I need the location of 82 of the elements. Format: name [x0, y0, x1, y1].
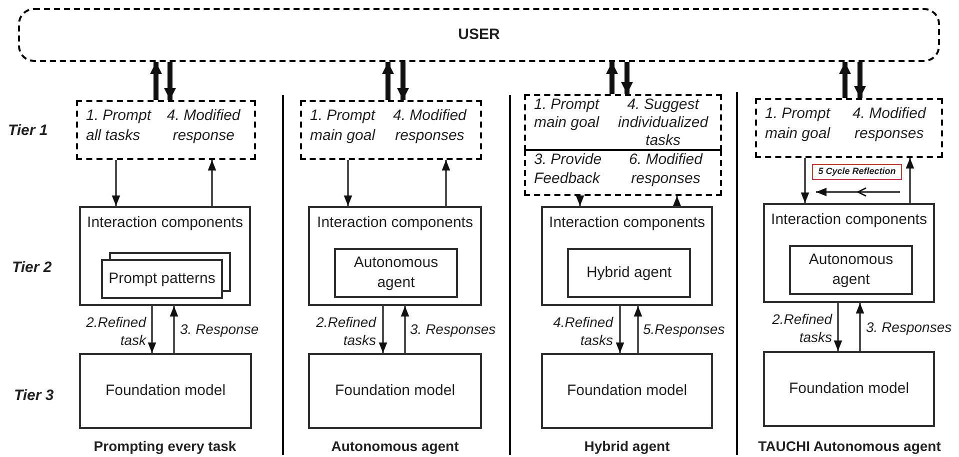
model-box: [79, 353, 252, 429]
node-label: Foundation model: [334, 380, 456, 401]
thick-arrow: [150, 62, 162, 100]
thick-arrow: [397, 62, 409, 100]
node-label: USER: [458, 24, 500, 45]
edge-label: 2.Refined tasks: [771, 310, 832, 346]
arrow: [576, 196, 584, 206]
arrow: [672, 196, 682, 206]
component-box: [541, 206, 713, 306]
arrow: [906, 158, 914, 203]
arrow: [834, 303, 842, 351]
node-label: Interaction components: [87, 214, 243, 231]
model-box: [308, 353, 482, 429]
step-text: 1. Prompt main goal: [765, 104, 832, 144]
arrow: [208, 160, 216, 206]
step-text: 4. Modified responses: [392, 106, 468, 146]
component-box: [79, 206, 251, 306]
pattern-card: [101, 259, 223, 299]
tier-label: Tier 1: [8, 121, 49, 141]
column-caption: Hybrid agent: [583, 437, 671, 456]
arrow: [170, 306, 178, 353]
dashed-box: [755, 98, 943, 158]
dashed-box: [300, 100, 482, 160]
thick-arrow: [382, 62, 394, 100]
node-label: Foundation model: [788, 378, 910, 399]
edge-label: 4.Refined tasks: [552, 313, 613, 349]
step-text: 4. Suggest individualized tasks: [617, 96, 710, 149]
node-label: Foundation model: [566, 380, 688, 401]
column-caption: Autonomous agent: [330, 437, 460, 456]
edge-label: 5.Responses: [643, 320, 726, 338]
node-label: Autonomous agent: [808, 250, 894, 290]
arrow: [378, 306, 388, 353]
node-label: Interaction components: [549, 214, 705, 231]
column-caption: Prompting every task: [92, 437, 238, 456]
arrow: [400, 306, 410, 353]
step-text: 6. Modified responses: [628, 150, 704, 189]
edge-label: 2.Refined tasks: [315, 313, 376, 349]
dashed-box: [524, 150, 722, 196]
arrow: [616, 306, 624, 353]
user-box: [18, 8, 940, 62]
arrow: [634, 306, 642, 353]
agent-box: [334, 248, 458, 298]
node-label: Autonomous agent: [352, 253, 440, 293]
node-label: Prompt patterns: [108, 269, 216, 289]
reflection-tag: [812, 164, 902, 180]
node-label: 5 Cycle Reflection: [818, 165, 896, 178]
step-text: 4. Modified response: [166, 106, 242, 146]
dashed-box: [76, 100, 256, 160]
node-label: Foundation model: [105, 380, 226, 401]
edge-label: 3. Response: [180, 320, 260, 338]
model-box: [763, 351, 935, 427]
node-label: Hybrid agent: [586, 263, 672, 283]
column-caption: TAUCHI Autonomous agent: [757, 437, 942, 456]
thick-arrow: [839, 62, 851, 98]
thick-arrow: [854, 62, 866, 98]
arrow: [442, 160, 450, 206]
tier-label: Tier 2: [12, 258, 53, 278]
step-text: 1. Prompt main goal: [534, 96, 600, 133]
edge-label: 3. Responses: [866, 318, 953, 336]
thick-arrow: [621, 62, 633, 94]
thick-arrow: [606, 62, 618, 94]
arrow: [856, 303, 864, 351]
thick-arrow: [164, 62, 176, 100]
dashed-box: [524, 94, 722, 151]
edge-label: 2.Refined task: [85, 313, 146, 349]
component-box: [308, 206, 482, 306]
agent-box: [789, 245, 913, 295]
arrow: [800, 158, 810, 203]
component-box: [763, 203, 935, 303]
arrow: [148, 306, 156, 353]
node-label: Interaction components: [317, 214, 473, 231]
step-text: 1. Prompt all tasks: [86, 106, 152, 146]
tier-label: Tier 3: [14, 386, 55, 406]
arrow: [344, 160, 352, 206]
node-label: Interaction components: [771, 211, 927, 228]
edge-label: 3. Responses: [410, 320, 497, 338]
model-box: [541, 353, 713, 429]
arrow: [112, 160, 120, 206]
agent-box: [567, 248, 691, 298]
step-text: 1. Prompt main goal: [310, 106, 376, 146]
step-text: 3. Provide Feedback: [534, 150, 603, 189]
step-text: 4. Modified responses: [851, 104, 928, 144]
